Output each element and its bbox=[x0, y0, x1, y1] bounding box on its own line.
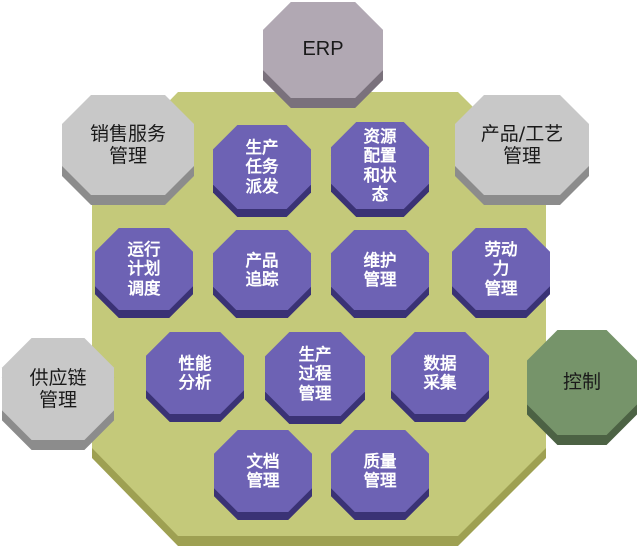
resource-configuration-status-label: 资源 配置 和状 态 bbox=[363, 126, 397, 204]
octagon-face bbox=[214, 430, 312, 512]
octagon-face bbox=[146, 332, 244, 414]
run-plan-scheduling-label: 运行 计划 调度 bbox=[127, 239, 161, 298]
octagon-face bbox=[391, 332, 489, 414]
octagon-shape bbox=[331, 230, 429, 318]
resource-configuration-status-module: 资源 配置 和状 态 bbox=[331, 122, 429, 217]
octagon-face bbox=[331, 122, 429, 209]
labor-management-module: 劳动 力 管理 bbox=[452, 228, 550, 318]
octagon-shape bbox=[213, 230, 311, 318]
octagon-shape bbox=[331, 122, 429, 217]
octagon-face bbox=[213, 125, 311, 209]
octagon-shape bbox=[62, 95, 194, 205]
production-process-management-label: 生产 过程 管理 bbox=[298, 344, 332, 403]
sales-service-management-module: 销售服务 管理 bbox=[62, 95, 194, 205]
octagon-face bbox=[263, 2, 383, 98]
data-collection-module: 数据 采集 bbox=[391, 332, 489, 422]
document-management-label: 文档 管理 bbox=[246, 451, 280, 490]
octagon-face bbox=[331, 430, 429, 512]
product-tracking-module: 产品 追踪 bbox=[213, 230, 311, 318]
labor-management-label: 劳动 力 管理 bbox=[484, 239, 518, 298]
production-task-dispatch-module: 生产 任务 派发 bbox=[213, 125, 311, 217]
supply-chain-management-label: 供应链 管理 bbox=[29, 366, 87, 411]
octagon-face bbox=[452, 228, 550, 310]
octagon-face bbox=[95, 228, 193, 310]
product-tracking-label: 产品 追踪 bbox=[245, 250, 279, 289]
octagon-shape bbox=[2, 338, 114, 450]
performance-analysis-label: 性能 分析 bbox=[178, 353, 212, 392]
control-label: 控制 bbox=[562, 371, 601, 394]
octagon-face bbox=[527, 330, 637, 435]
octagon-shape bbox=[213, 125, 311, 217]
octagon-face bbox=[265, 332, 365, 416]
octagon-face bbox=[213, 230, 311, 310]
octagon-shape bbox=[146, 332, 244, 422]
octagon-shape bbox=[265, 332, 365, 424]
erp-module: ERP bbox=[263, 2, 383, 108]
octagon-shape bbox=[331, 430, 429, 520]
product-process-management-module: 产品/工艺 管理 bbox=[455, 95, 589, 205]
octagon-face bbox=[2, 338, 114, 440]
control-module: 控制 bbox=[527, 330, 637, 445]
erp-label: ERP bbox=[302, 38, 344, 61]
octagon-shape bbox=[214, 430, 312, 520]
data-collection-label: 数据 采集 bbox=[423, 353, 457, 392]
octagon-face bbox=[62, 95, 194, 195]
document-management-module: 文档 管理 bbox=[214, 430, 312, 520]
octagon-shape bbox=[95, 228, 193, 318]
quality-management-module: 质量 管理 bbox=[331, 430, 429, 520]
octagon-shape bbox=[452, 228, 550, 318]
production-process-management-module: 生产 过程 管理 bbox=[265, 332, 365, 424]
run-plan-scheduling-module: 运行 计划 调度 bbox=[95, 228, 193, 318]
mes-center-face bbox=[92, 92, 546, 536]
maintenance-management-module: 维护 管理 bbox=[331, 230, 429, 318]
production-task-dispatch-label: 生产 任务 派发 bbox=[245, 137, 279, 196]
sales-service-management-label: 销售服务 管理 bbox=[89, 122, 166, 167]
octagon-shape bbox=[263, 2, 383, 108]
octagon-face bbox=[331, 230, 429, 310]
octagon-shape bbox=[455, 95, 589, 205]
octagon-shape bbox=[391, 332, 489, 422]
octagon-face bbox=[455, 95, 589, 195]
maintenance-management-label: 维护 管理 bbox=[363, 250, 397, 289]
octagon-shape bbox=[527, 330, 637, 445]
supply-chain-management-module: 供应链 管理 bbox=[2, 338, 114, 450]
performance-analysis-module: 性能 分析 bbox=[146, 332, 244, 422]
quality-management-label: 质量 管理 bbox=[363, 451, 397, 490]
product-process-management-label: 产品/工艺 管理 bbox=[480, 122, 564, 167]
